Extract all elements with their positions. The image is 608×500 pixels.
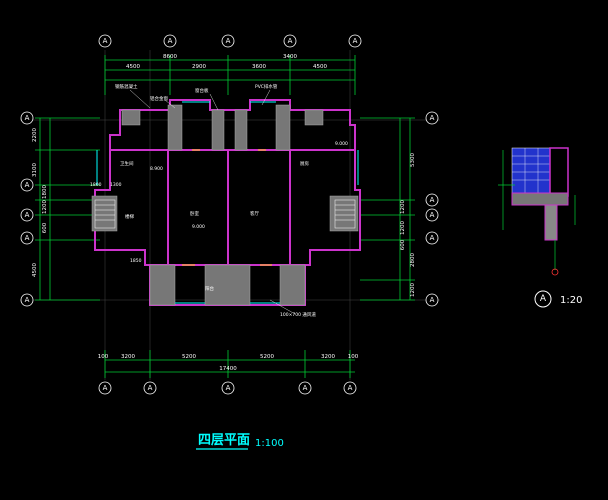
- dim-top-4: 4500: [313, 64, 327, 70]
- grid-label-right-2: A: [430, 196, 435, 204]
- grid-label-top-2: A: [168, 37, 173, 45]
- dim-top-upper-2: 3400: [283, 54, 297, 60]
- grid-label-top-5: A: [353, 37, 358, 45]
- detail-section: [498, 147, 576, 276]
- dim-left-5: 600: [42, 222, 48, 233]
- concrete-columns: [91, 104, 359, 306]
- grid-label-bottom-1: A: [103, 384, 108, 392]
- grid-label-left-4: A: [25, 234, 30, 242]
- grid-label-left-3: A: [25, 211, 30, 219]
- grid-label-top-4: A: [288, 37, 293, 45]
- dim-top-2: 2900: [192, 64, 206, 70]
- note-8: 阳台: [205, 285, 214, 292]
- grid-bubbles-top: [98, 34, 362, 48]
- note-6: 卧室: [190, 210, 199, 217]
- dimension-lines-right: [360, 117, 415, 301]
- grid-bubbles-bottom: [98, 381, 357, 395]
- note-2: 铝合金窗: [150, 95, 168, 102]
- grid-label-right-5: A: [430, 296, 435, 304]
- detail-scale: 1:20: [560, 295, 582, 306]
- grid-label-left-5: A: [25, 296, 30, 304]
- dimension-lines-left: [35, 117, 100, 301]
- grid-label-bottom-4: A: [303, 384, 308, 392]
- dim-inner-3: 1850: [130, 258, 142, 264]
- note-11: 楼梯: [125, 213, 134, 220]
- note-7: 客厅: [250, 210, 259, 217]
- dim-bottom-3: 5200: [182, 354, 196, 360]
- dim-left-3: 1800: [42, 185, 48, 199]
- dim-right-2: 1200: [400, 200, 406, 214]
- dim-bottom-total: 17400: [219, 366, 237, 372]
- dim-left-2: 3100: [32, 163, 38, 177]
- drawing-scale: 1:100: [255, 438, 284, 449]
- dim-left-4: 1200: [42, 200, 48, 214]
- note-13: 8.900: [150, 166, 163, 172]
- note-9: 9.000: [192, 224, 205, 230]
- note-1: 钢筋混凝土: [115, 83, 138, 90]
- dim-right-5: 2800: [410, 253, 416, 267]
- grid-label-right-4: A: [430, 234, 435, 242]
- dim-right-3: 1200: [400, 221, 406, 235]
- detail-bubble-letter: A: [540, 294, 547, 304]
- grid-label-left-2: A: [25, 181, 30, 189]
- grid-label-left-1: A: [25, 114, 30, 122]
- dim-right-4: 600: [400, 239, 406, 250]
- grid-label-bottom-3: A: [226, 384, 231, 392]
- note-3: 窗台板: [195, 87, 209, 94]
- note-14: 9.000: [335, 141, 348, 147]
- note-4: PVC排水管: [255, 83, 278, 90]
- dim-top-upper-1: 8600: [163, 54, 177, 60]
- dim-inner-2: 1800: [90, 182, 102, 188]
- dim-top-3: 3600: [252, 64, 266, 70]
- dim-top-1: 4500: [126, 64, 140, 70]
- dim-inner-1: 1300: [110, 182, 122, 188]
- note-5: 卫生间: [120, 160, 134, 167]
- dim-bottom-5: 3200: [321, 354, 335, 360]
- grid-label-top-3: A: [226, 37, 231, 45]
- leader-lines: [129, 89, 296, 315]
- dim-right-1: 5300: [410, 153, 416, 167]
- dimension-lines-bottom: [104, 350, 355, 378]
- note-12: 厨房: [300, 160, 309, 167]
- grid-label-right-3: A: [430, 211, 435, 219]
- detail-bubble: [534, 290, 552, 308]
- doors: [182, 149, 272, 266]
- grid-label-top-1: A: [103, 37, 108, 45]
- grid-label-bottom-5: A: [348, 384, 353, 392]
- dim-right-6: 1200: [410, 283, 416, 297]
- grid-bubbles-right: [425, 111, 439, 307]
- drawing-title: 四层平面: [198, 433, 250, 448]
- grid-bubbles-left: [20, 111, 34, 307]
- stair-right: [334, 199, 356, 229]
- dim-bottom-2: 3200: [121, 354, 135, 360]
- grid-label-right-1: A: [430, 114, 435, 122]
- dimension-lines-top: [104, 55, 356, 95]
- dim-bottom-6: 100: [348, 354, 359, 360]
- note-10: 100×700 通风道: [280, 311, 316, 318]
- dim-left-1: 2200: [32, 128, 38, 142]
- dim-bottom-1: 100: [98, 354, 109, 360]
- dim-left-6: 4500: [32, 263, 38, 277]
- stair-left: [94, 199, 116, 229]
- grid-label-bottom-2: A: [148, 384, 153, 392]
- dim-bottom-4: 5200: [260, 354, 274, 360]
